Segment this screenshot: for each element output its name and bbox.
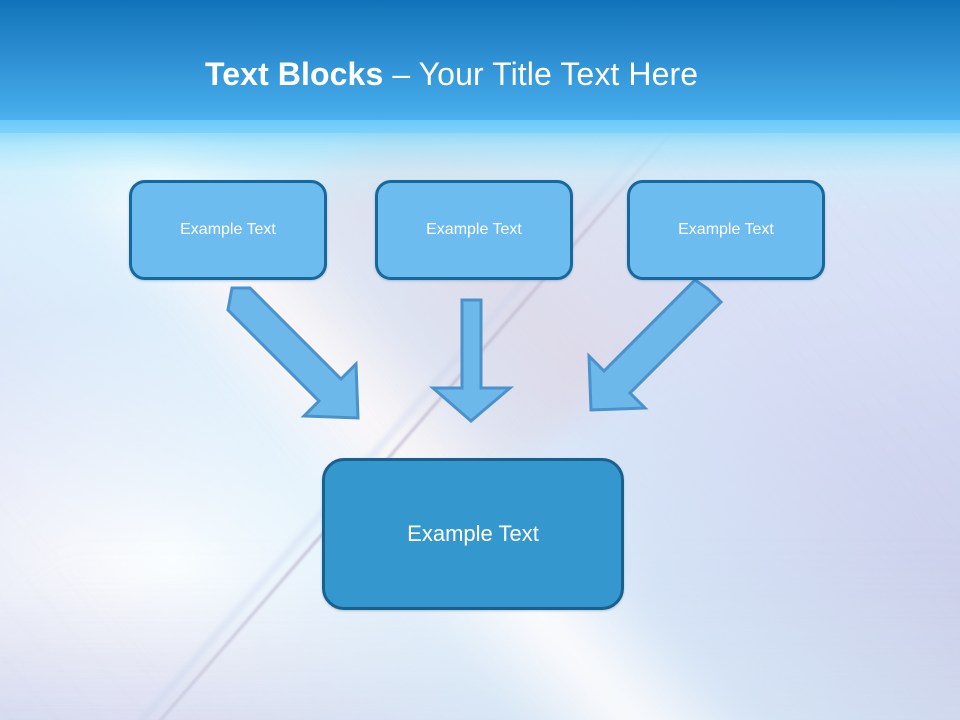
text-block-2-label: Example Text: [426, 221, 522, 238]
page-title-dash: –: [383, 56, 419, 92]
result-text-block-label: Example Text: [407, 521, 539, 546]
text-block-3[interactable]: Example Text: [627, 180, 825, 280]
text-block-1[interactable]: Example Text: [129, 180, 327, 280]
text-block-2[interactable]: Example Text: [375, 180, 573, 280]
page-title: Text Blocks – Your Title Text Here: [205, 54, 698, 94]
title-band: [0, 0, 960, 133]
text-block-3-label: Example Text: [678, 221, 774, 238]
page-title-rest: Your Title Text Here: [418, 56, 699, 92]
result-text-block[interactable]: Example Text: [322, 458, 624, 610]
text-block-1-label: Example Text: [180, 221, 276, 238]
page-title-strong: Text Blocks: [205, 56, 384, 92]
